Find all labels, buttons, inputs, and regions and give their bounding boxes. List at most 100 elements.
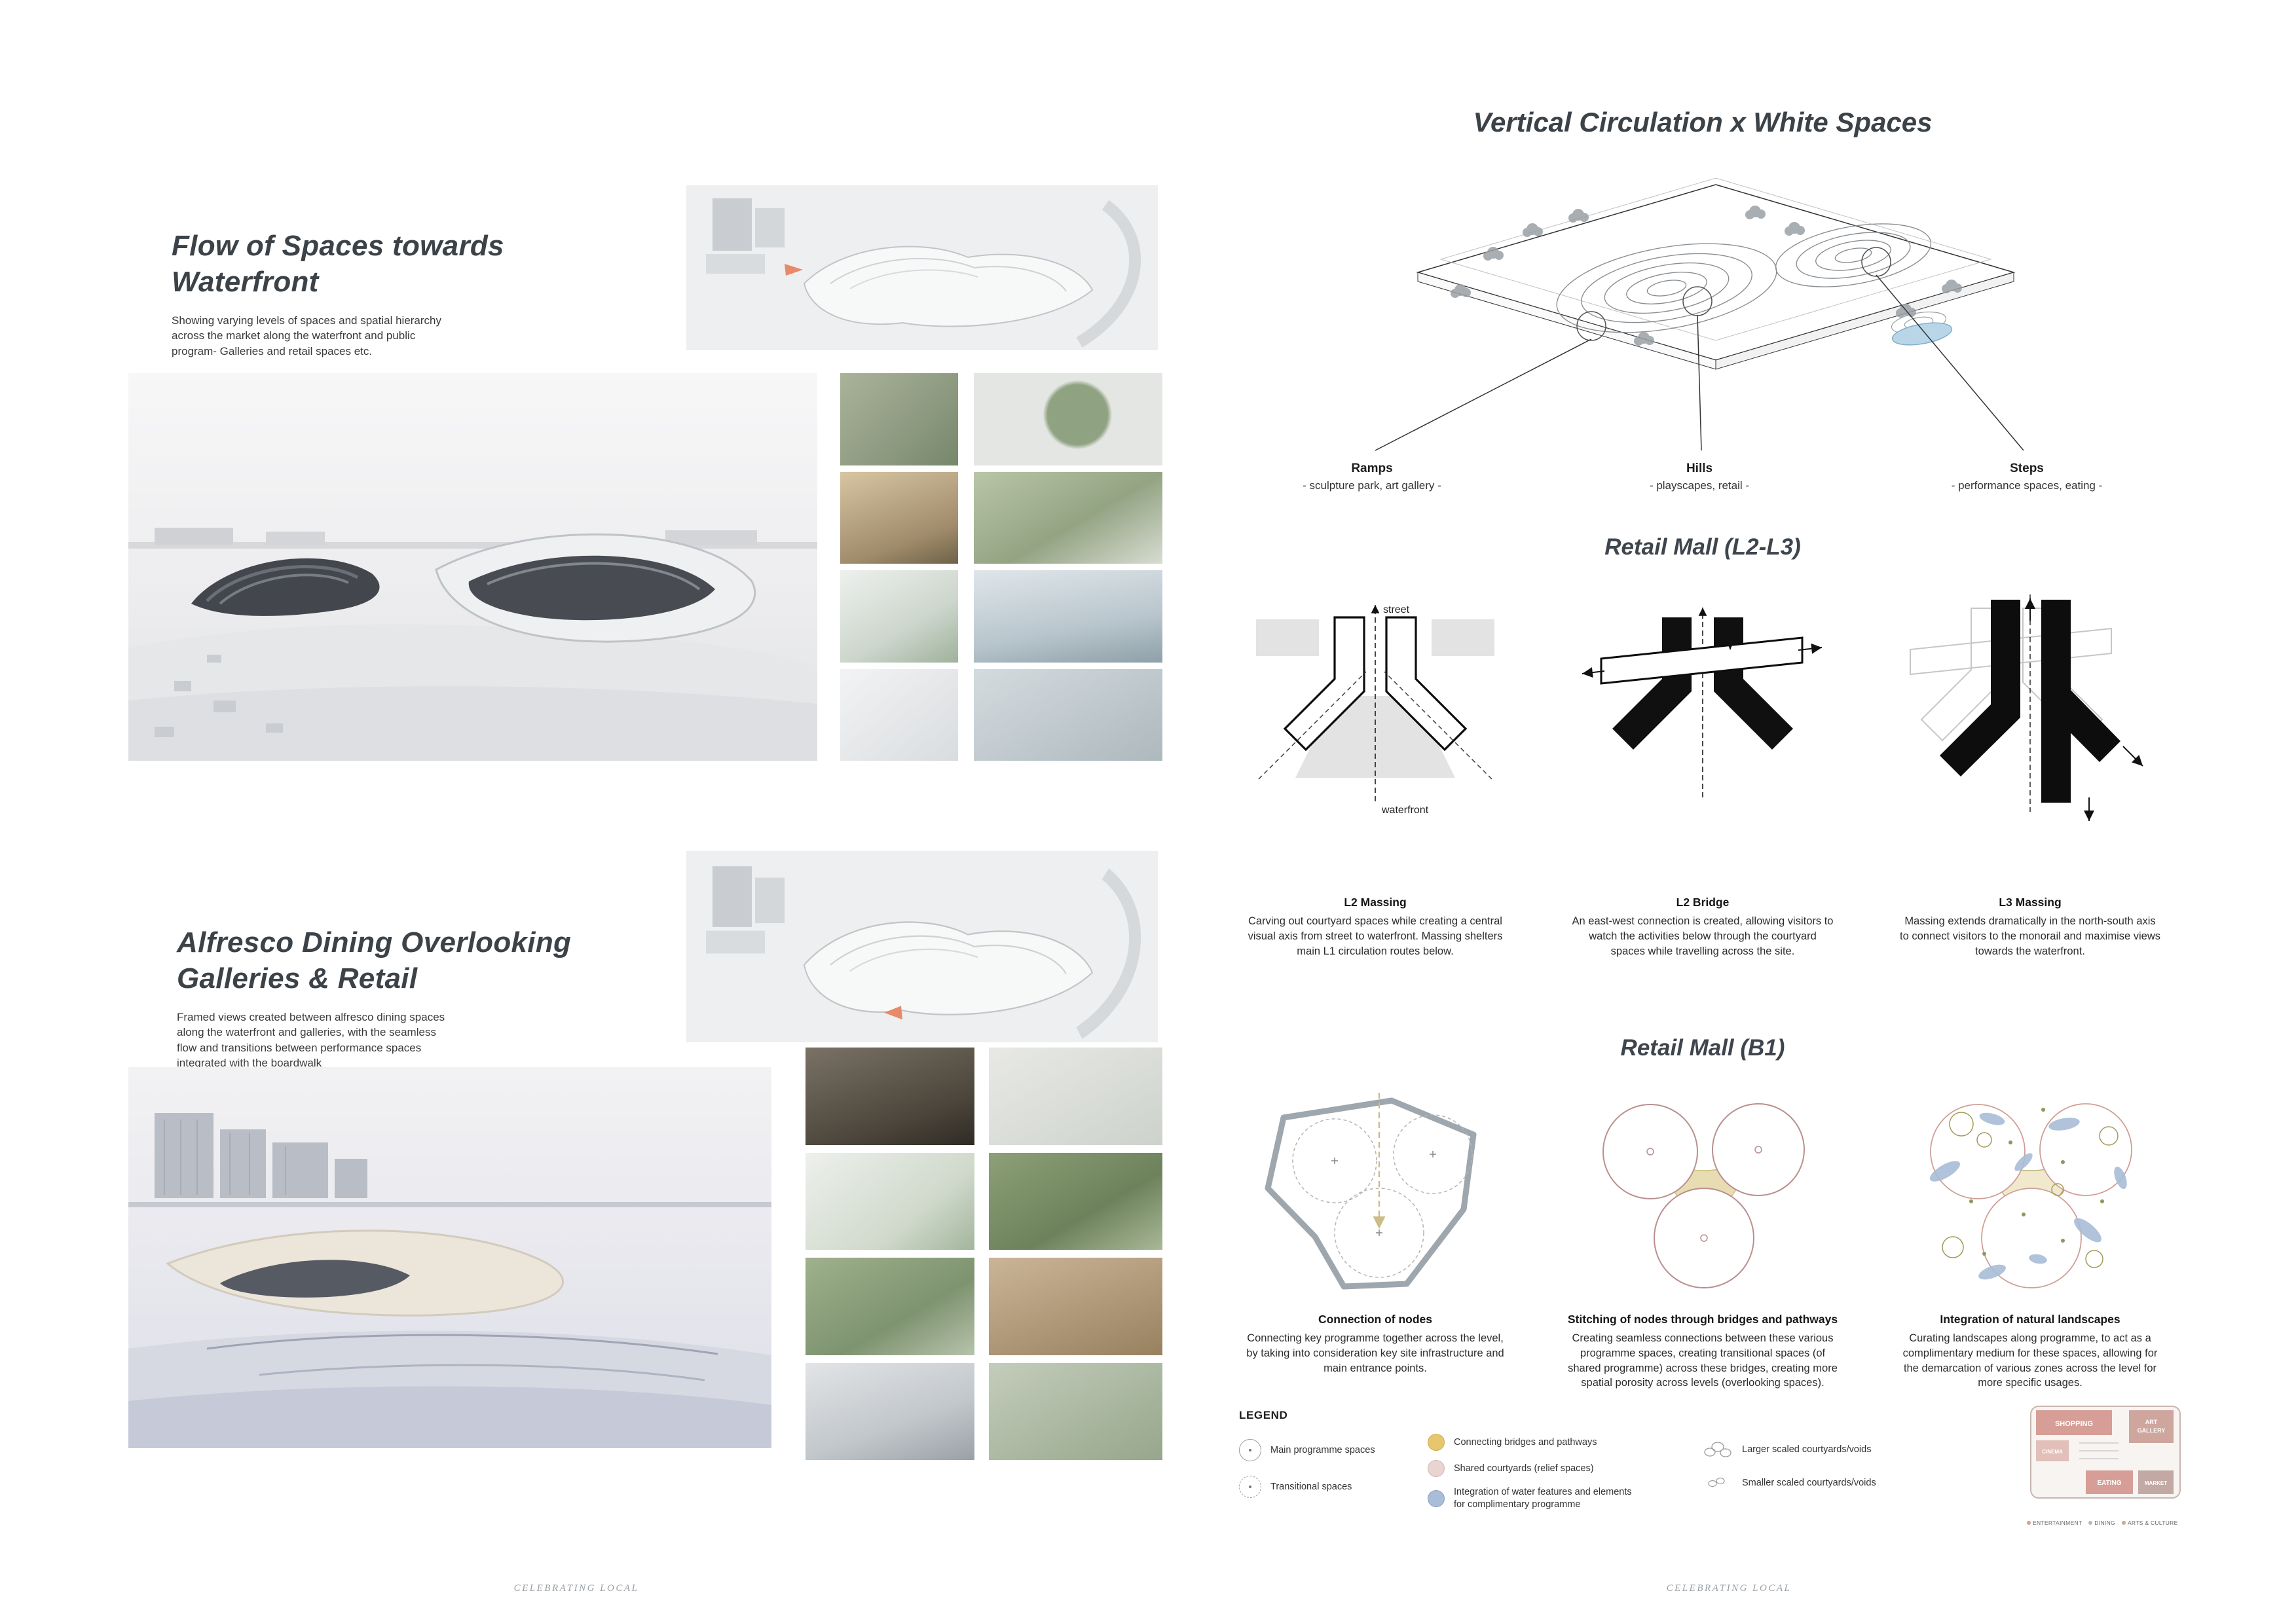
street-label: street bbox=[1383, 604, 1410, 615]
legend-item-transitional: Transitional spaces bbox=[1239, 1476, 1416, 1498]
caption-stitching-nodes-title: Stitching of nodes through bridges and p… bbox=[1567, 1313, 1838, 1326]
aerial-render-1 bbox=[686, 185, 1158, 350]
section-desc-flow: Showing varying levels of spaces and spa… bbox=[172, 314, 442, 357]
vertical-circulation-diagram bbox=[1297, 175, 2056, 453]
caption-l2-bridge-title: L2 Bridge bbox=[1676, 896, 1730, 909]
waterfront-label: waterfront bbox=[1381, 805, 1429, 816]
keyplan-caption-label: ENTERTAINMENT bbox=[2033, 1520, 2083, 1526]
legend-label: Connecting bridges and pathways bbox=[1454, 1436, 1597, 1448]
caption-l2-bridge: L2 Bridge An east-west connection is cre… bbox=[1572, 896, 1834, 958]
main-render-alfresco-graphic bbox=[128, 1067, 771, 1448]
photo-grid-alfresco bbox=[805, 1048, 1162, 1460]
legend-item-water: Integration of water features and elemen… bbox=[1428, 1486, 1663, 1511]
keyplan-gallery-label: GALLERY bbox=[2138, 1427, 2166, 1434]
photo-thumbnail bbox=[840, 373, 958, 465]
label-steps: Steps - performance spaces, eating - bbox=[1922, 462, 2132, 492]
photo-grid-flow bbox=[840, 373, 1162, 761]
label-ramps: Ramps - sculpture park, art gallery - bbox=[1267, 462, 1477, 492]
programme-keyplan-graphic: SHOPPING ART GALLERY CINEMA EATING MARKE… bbox=[2030, 1406, 2181, 1499]
photo-thumbnail bbox=[974, 471, 1162, 564]
pink-swatch-icon bbox=[1428, 1460, 1445, 1477]
caption-connection-nodes: Connection of nodes Connecting key progr… bbox=[1244, 1313, 1506, 1376]
diagram-l2-bridge bbox=[1565, 581, 1840, 890]
photo-thumbnail bbox=[840, 471, 958, 564]
aerial-render-1-graphic bbox=[686, 185, 1158, 350]
section-flow-header: Flow of Spaces towards Waterfront Showin… bbox=[172, 228, 538, 359]
caption-l2-bridge-desc: An east-west connection is created, allo… bbox=[1572, 915, 1834, 957]
caption-natural-landscapes-desc: Curating landscapes along programme, to … bbox=[1902, 1332, 2158, 1389]
blue-swatch-icon bbox=[1428, 1489, 1445, 1507]
aerial-render-2 bbox=[686, 851, 1158, 1042]
aerial-render-2-graphic bbox=[686, 851, 1158, 1042]
diagram-l3-massing-graphic bbox=[1910, 594, 2143, 821]
label-hills-desc: - playscapes, retail - bbox=[1649, 479, 1750, 492]
diagram-l3-massing bbox=[1893, 581, 2168, 890]
photo-thumbnail bbox=[989, 1362, 1162, 1460]
label-ramps-name: Ramps bbox=[1351, 462, 1393, 475]
diagram-connection-of-nodes-graphic bbox=[1265, 1093, 1477, 1290]
legend-label: Integration of water features and elemen… bbox=[1454, 1487, 1632, 1510]
main-render-flow bbox=[128, 373, 817, 761]
section-title-flow: Flow of Spaces towards Waterfront bbox=[172, 230, 504, 298]
caption-connection-nodes-title: Connection of nodes bbox=[1318, 1313, 1433, 1326]
footer-left: CELEBRATING LOCAL bbox=[513, 1583, 639, 1594]
caption-l2-massing-desc: Carving out courtyard spaces while creat… bbox=[1248, 915, 1503, 957]
keyplan-caption-label: DINING bbox=[2094, 1520, 2115, 1526]
caption-l3-massing-title: L3 Massing bbox=[1999, 896, 2062, 909]
section-title-alfresco: Alfresco Dining Overlooking Galleries & … bbox=[177, 926, 572, 994]
diagram-natural-landscapes bbox=[1893, 1084, 2168, 1306]
caption-l3-massing: L3 Massing Massing extends dramatically … bbox=[1899, 896, 2161, 958]
diagram-stitching-nodes bbox=[1565, 1084, 1840, 1306]
photo-thumbnail bbox=[974, 570, 1162, 663]
photo-thumbnail bbox=[840, 570, 958, 663]
photo-thumbnail bbox=[840, 668, 958, 761]
legend-label: Larger scaled courtyards/voids bbox=[1742, 1444, 1872, 1455]
legend-col-1: Main programme spaces Transitional space… bbox=[1239, 1439, 1416, 1498]
legend-col-3: Larger scaled courtyards/voids Smaller s… bbox=[1703, 1439, 1919, 1491]
keyplan-cinema-label: CINEMA bbox=[2042, 1449, 2063, 1455]
dashed-circle-icon bbox=[1239, 1476, 1261, 1498]
caption-l2-massing: L2 Massing Carving out courtyard spaces … bbox=[1244, 896, 1506, 958]
label-hills-name: Hills bbox=[1686, 462, 1713, 475]
caption-stitching-nodes: Stitching of nodes through bridges and p… bbox=[1565, 1313, 1840, 1391]
label-steps-name: Steps bbox=[2010, 462, 2044, 475]
caption-stitching-nodes-desc: Creating seamless connections between th… bbox=[1568, 1332, 1838, 1389]
legend-label: Main programme spaces bbox=[1270, 1444, 1375, 1455]
main-render-alfresco bbox=[128, 1067, 771, 1448]
keyplan-caption-item: DINING bbox=[2088, 1520, 2115, 1526]
legend-label: Shared courtyards (relief spaces) bbox=[1454, 1463, 1594, 1474]
small-blob-icon bbox=[1708, 1477, 1725, 1487]
heading-retail-l2: Retail Mall (L2-L3) bbox=[1604, 534, 1801, 560]
footer-right: CELEBRATING LOCAL bbox=[1666, 1583, 1792, 1594]
caption-l2-massing-title: L2 Massing bbox=[1344, 896, 1407, 909]
label-steps-desc: - performance spaces, eating - bbox=[1951, 479, 2103, 492]
legend-item-bridges: Connecting bridges and pathways bbox=[1428, 1434, 1663, 1451]
photo-thumbnail bbox=[989, 1258, 1162, 1355]
legend-item-main-programme: Main programme spaces bbox=[1239, 1439, 1416, 1461]
legend-col-2: Connecting bridges and pathways Shared c… bbox=[1428, 1434, 1663, 1511]
caption-natural-landscapes: Integration of natural landscapes Curati… bbox=[1899, 1313, 2161, 1391]
dot-icon bbox=[2027, 1521, 2031, 1525]
photo-thumbnail bbox=[989, 1152, 1162, 1250]
legend-label: Smaller scaled courtyards/voids bbox=[1742, 1477, 1876, 1488]
dot-icon bbox=[2088, 1521, 2093, 1525]
legend-item-small-voids: Smaller scaled courtyards/voids bbox=[1703, 1474, 1919, 1491]
legend-label: Transitional spaces bbox=[1270, 1481, 1352, 1492]
photo-thumbnail bbox=[974, 373, 1162, 465]
photo-thumbnail bbox=[805, 1258, 974, 1355]
photo-thumbnail bbox=[805, 1048, 974, 1145]
keyplan-caption-item: ENTERTAINMENT bbox=[2027, 1520, 2082, 1526]
contour-plate-graphic bbox=[1375, 177, 2024, 451]
legend-title: LEGEND bbox=[1239, 1409, 1288, 1421]
yellow-swatch-icon bbox=[1428, 1434, 1445, 1451]
label-hills: Hills - playscapes, retail - bbox=[1595, 462, 1804, 492]
keyplan-eating-label: EATING bbox=[2097, 1480, 2121, 1487]
caption-connection-nodes-desc: Connecting key programme together across… bbox=[1246, 1332, 1504, 1374]
diagram-l2-massing: street waterfront bbox=[1238, 581, 1513, 890]
keyplan-market-label: MARKET bbox=[2145, 1480, 2167, 1486]
circle-node-icon bbox=[1239, 1439, 1261, 1461]
photo-thumbnail bbox=[989, 1048, 1162, 1145]
dot-icon bbox=[2121, 1521, 2126, 1525]
heading-retail-b1: Retail Mall (B1) bbox=[1620, 1035, 1785, 1061]
